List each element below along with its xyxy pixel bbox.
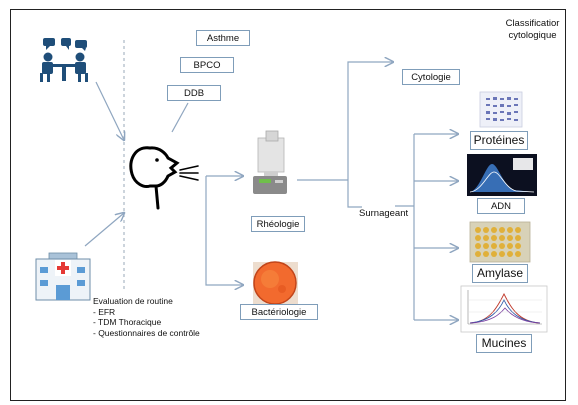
amylase-plate-icon	[469, 221, 531, 263]
dna-label: ADN	[477, 198, 525, 214]
routine-evaluation: Evaluation de routine - EFR - TDM Thorac…	[93, 296, 200, 338]
routine-item-ct: - TDM Thoracique	[93, 317, 162, 327]
dna-trace-icon	[467, 154, 537, 196]
routine-heading: Evaluation de routine	[93, 296, 173, 306]
asthma-box: Asthme	[196, 30, 250, 46]
petri-dish-icon	[253, 261, 298, 305]
rheology-label: Rhéologie	[251, 216, 305, 232]
patient-face-icon	[129, 146, 199, 210]
title-line-2: cytologique	[508, 30, 557, 41]
consultation-icon	[40, 38, 88, 82]
bronchiectasis-box: DDB	[167, 85, 221, 101]
connector-to-supernatant	[347, 180, 362, 208]
hospital-icon	[35, 252, 91, 301]
title-line-1: Classificatior	[505, 18, 560, 29]
arrow-consultation-to-patient	[95, 81, 124, 140]
routine-item-questionnaires: - Questionnaires de contrôle	[93, 327, 200, 338]
rheometer-icon	[253, 130, 287, 194]
proteins-label: Protéines	[470, 131, 528, 150]
bacteriology-label: Bactériologie	[240, 304, 318, 320]
arrow-to-cytology	[347, 62, 393, 180]
figure-frame	[10, 9, 566, 401]
copd-box: BPCO	[180, 57, 234, 73]
cytology-label: Cytologie	[402, 69, 460, 85]
connector-history-to-patient	[171, 102, 189, 133]
mucins-label: Mucines	[476, 334, 532, 353]
amylase-label: Amylase	[472, 264, 528, 283]
protein-gel-icon	[479, 91, 523, 128]
arrow-hospital-to-patient	[84, 213, 124, 247]
mucins-plot-icon	[460, 285, 548, 333]
routine-item-efr: - EFR	[93, 306, 116, 317]
arrow-patient-to-bacteriology	[205, 176, 243, 285]
diagram-title: Classificatior cytologique	[495, 18, 570, 42]
supernatant-label: Surnageant	[359, 208, 409, 219]
